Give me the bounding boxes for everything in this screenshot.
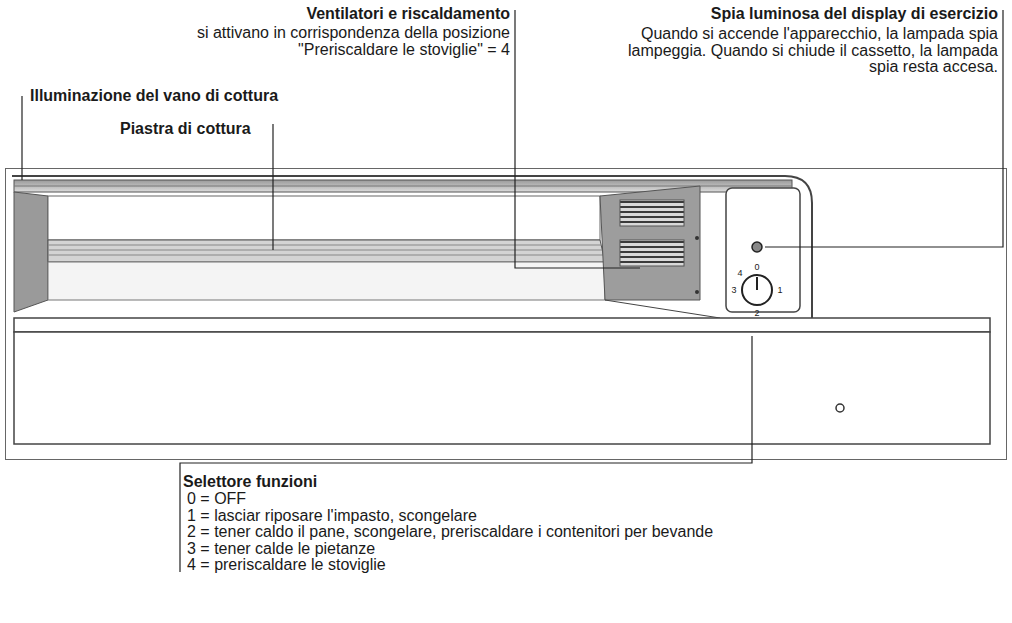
callout-title: Ventilatori e riscaldamento <box>306 6 510 23</box>
cooking-plate <box>48 240 605 262</box>
selector-knob <box>742 275 772 305</box>
callout-title: Spia luminosa del display di esercizio <box>711 6 998 23</box>
callout-title: Selettore funzioni <box>183 474 317 491</box>
side-wall <box>600 186 700 300</box>
dial-number: 2 <box>754 308 759 318</box>
list-item: 3 = tener calde le pietanze <box>187 541 1002 558</box>
part-label: Piastra di cottura <box>120 121 251 138</box>
list-item: 1 = lasciar riposare l'impasto, scongela… <box>187 508 1002 525</box>
part-label: Illuminazione del vano di cottura <box>30 88 278 105</box>
leader-line <box>515 10 640 268</box>
leader-line <box>272 124 273 250</box>
indicator-lamp <box>752 242 762 252</box>
list-item: 2 = tener caldo il pane, scongelare, pre… <box>187 524 1002 541</box>
housing-outline <box>12 176 812 330</box>
vent-grille <box>620 240 684 266</box>
frame <box>6 169 1007 460</box>
vent-grille <box>620 200 684 226</box>
list-item: 4 = preriscaldare le stoviglie <box>187 557 1002 574</box>
back-wall <box>48 196 600 240</box>
cavity-side <box>14 192 48 312</box>
dial-number: 4 <box>737 268 742 278</box>
leader-line <box>21 96 22 180</box>
dial-number: 1 <box>777 285 782 295</box>
drawer-rim <box>14 318 990 332</box>
drawer-dot <box>836 404 844 412</box>
callout-text: si attivano in corrispondenza della posi… <box>170 25 510 58</box>
drawer-front <box>14 332 990 444</box>
control-panel <box>726 188 800 312</box>
callout-text: Quando si accende l'apparecchio, la lamp… <box>626 26 998 76</box>
list-item: 0 = OFF <box>187 491 1002 508</box>
dial-number: 0 <box>754 262 759 272</box>
dial-number: 3 <box>731 285 736 295</box>
